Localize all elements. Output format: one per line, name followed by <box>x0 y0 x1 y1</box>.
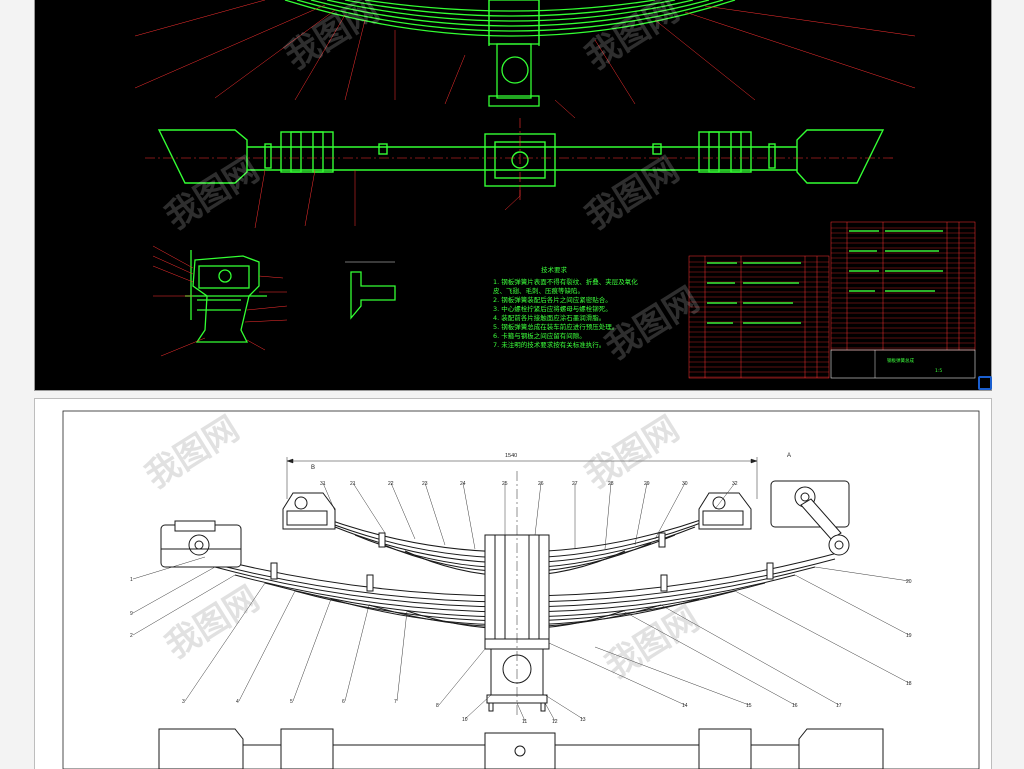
note-line-4: 3. 中心螺栓拧紧后应将螺母与螺栓铆死。 <box>493 304 612 313</box>
callout-top-31: 31 <box>320 481 326 487</box>
cad-sheet-light: 1540 B A <box>34 398 992 769</box>
svg-text:我图网: 我图网 <box>599 280 707 368</box>
note-line-7: 6. 卡箍与钢板之间应留有间隙。 <box>493 331 586 340</box>
front-hanger-bracket <box>160 520 242 568</box>
detail-clip <box>345 261 396 320</box>
callout-top-32: 32 <box>732 481 738 487</box>
callout-top-22: 22 <box>388 481 394 487</box>
dimension-label: 1540 <box>505 453 517 459</box>
bom-text <box>707 230 943 324</box>
bom-table-right <box>830 221 976 351</box>
notes-title: 技术要求 <box>541 265 568 274</box>
drawing-scale: 1:5 <box>935 368 942 374</box>
cad-drawing-dark: 技术要求 1. 钢板弹簧片表面不得有裂纹、折叠、夹层及氧化 皮、飞翅、毛刺、压痕… <box>134 0 976 379</box>
callout-left-4: 4 <box>236 699 239 705</box>
leader-lines-light <box>132 482 910 722</box>
axle-plan-view <box>157 129 885 187</box>
rear-shackle <box>770 480 850 556</box>
helper-bracket-right <box>698 492 752 530</box>
callout-top-30: 30 <box>682 481 688 487</box>
callout-bottom-11: 11 <box>522 719 527 725</box>
callout-top-21: 21 <box>350 481 356 487</box>
callout-right-14: 14 <box>682 703 688 709</box>
leader-lines-top <box>134 0 916 119</box>
callout-top-29: 29 <box>644 481 650 487</box>
callout-left-1: 1 <box>130 577 133 583</box>
callout-top-26: 26 <box>538 481 544 487</box>
callout-left-3: 3 <box>182 699 185 705</box>
note-line-6: 5. 钢板弹簧总成在装车前应进行预压处理。 <box>493 322 618 331</box>
callout-right-19: 19 <box>906 633 912 639</box>
callout-right-18: 18 <box>906 681 912 687</box>
watermark-dark: 我图网 我图网 我图网 我图网 我图网 <box>159 0 707 368</box>
overall-dimension <box>286 457 758 499</box>
leaf-spring-main <box>184 550 846 630</box>
svg-text:我图网: 我图网 <box>579 150 687 238</box>
callout-bottom-13: 13 <box>580 717 586 723</box>
callout-left-9: 9 <box>130 611 133 617</box>
callout-left-6: 6 <box>342 699 345 705</box>
corner-marker <box>978 376 992 390</box>
callout-right-20: 20 <box>906 579 912 585</box>
callout-left-8: 8 <box>436 703 439 709</box>
svg-text:我图网: 我图网 <box>279 0 387 78</box>
leaf-spring-elevation <box>284 0 736 107</box>
callout-right-16: 16 <box>792 703 798 709</box>
drawing-name: 钢板弹簧总成 <box>887 357 914 364</box>
axle-plan-partial <box>158 728 884 769</box>
callout-right-17: 17 <box>836 703 842 709</box>
callout-top-23: 23 <box>422 481 428 487</box>
helper-bracket-left <box>282 492 336 530</box>
callout-bottom-12: 12 <box>552 719 558 725</box>
note-line-2: 皮、飞翅、毛刺、压痕等缺陷。 <box>493 286 584 295</box>
callout-top-25: 25 <box>502 481 508 487</box>
note-line-8: 7. 未注明的技术要求按有关标准执行。 <box>493 340 605 349</box>
callout-bottom-10: 10 <box>462 717 468 723</box>
callout-left-7: 7 <box>394 699 397 705</box>
bom-row-lines <box>689 227 975 378</box>
cad-drawing-light: 1540 B A <box>62 409 980 769</box>
callout-left-2: 2 <box>130 633 133 639</box>
callout-top-28: 28 <box>608 481 614 487</box>
note-line-3: 2. 钢板弹簧装配后各片之间应紧密贴合。 <box>493 295 612 304</box>
leader-lines-detail <box>152 245 288 357</box>
inner-frame <box>62 410 980 769</box>
svg-text:我图网: 我图网 <box>159 579 267 667</box>
callout-top-24: 24 <box>460 481 466 487</box>
svg-text:我图网: 我图网 <box>579 409 687 497</box>
cad-sheet-dark: 技术要求 1. 钢板弹簧片表面不得有裂纹、折叠、夹层及氧化 皮、飞翅、毛刺、压痕… <box>34 0 992 391</box>
technical-notes: 技术要求 1. 钢板弹簧片表面不得有裂纹、折叠、夹层及氧化 皮、飞翅、毛刺、压痕… <box>493 265 638 349</box>
detail-bracket-section <box>185 250 267 343</box>
rebound-clips <box>270 532 774 592</box>
note-line-5: 4. 装配前各片接触面应涂石墨润滑脂。 <box>493 313 605 322</box>
callout-right-15: 15 <box>746 703 752 709</box>
svg-text:我图网: 我图网 <box>139 409 247 497</box>
callout-top-27: 27 <box>572 481 578 487</box>
callout-left-5: 5 <box>290 699 293 705</box>
title-block: 钢板弹簧总成 1:5 <box>830 349 976 379</box>
section-mark-b: B <box>311 465 315 471</box>
note-line-1: 1. 钢板弹簧片表面不得有裂纹、折叠、夹层及氧化 <box>493 277 638 286</box>
leader-lines-mid <box>254 169 521 229</box>
section-mark-a: A <box>787 453 791 459</box>
